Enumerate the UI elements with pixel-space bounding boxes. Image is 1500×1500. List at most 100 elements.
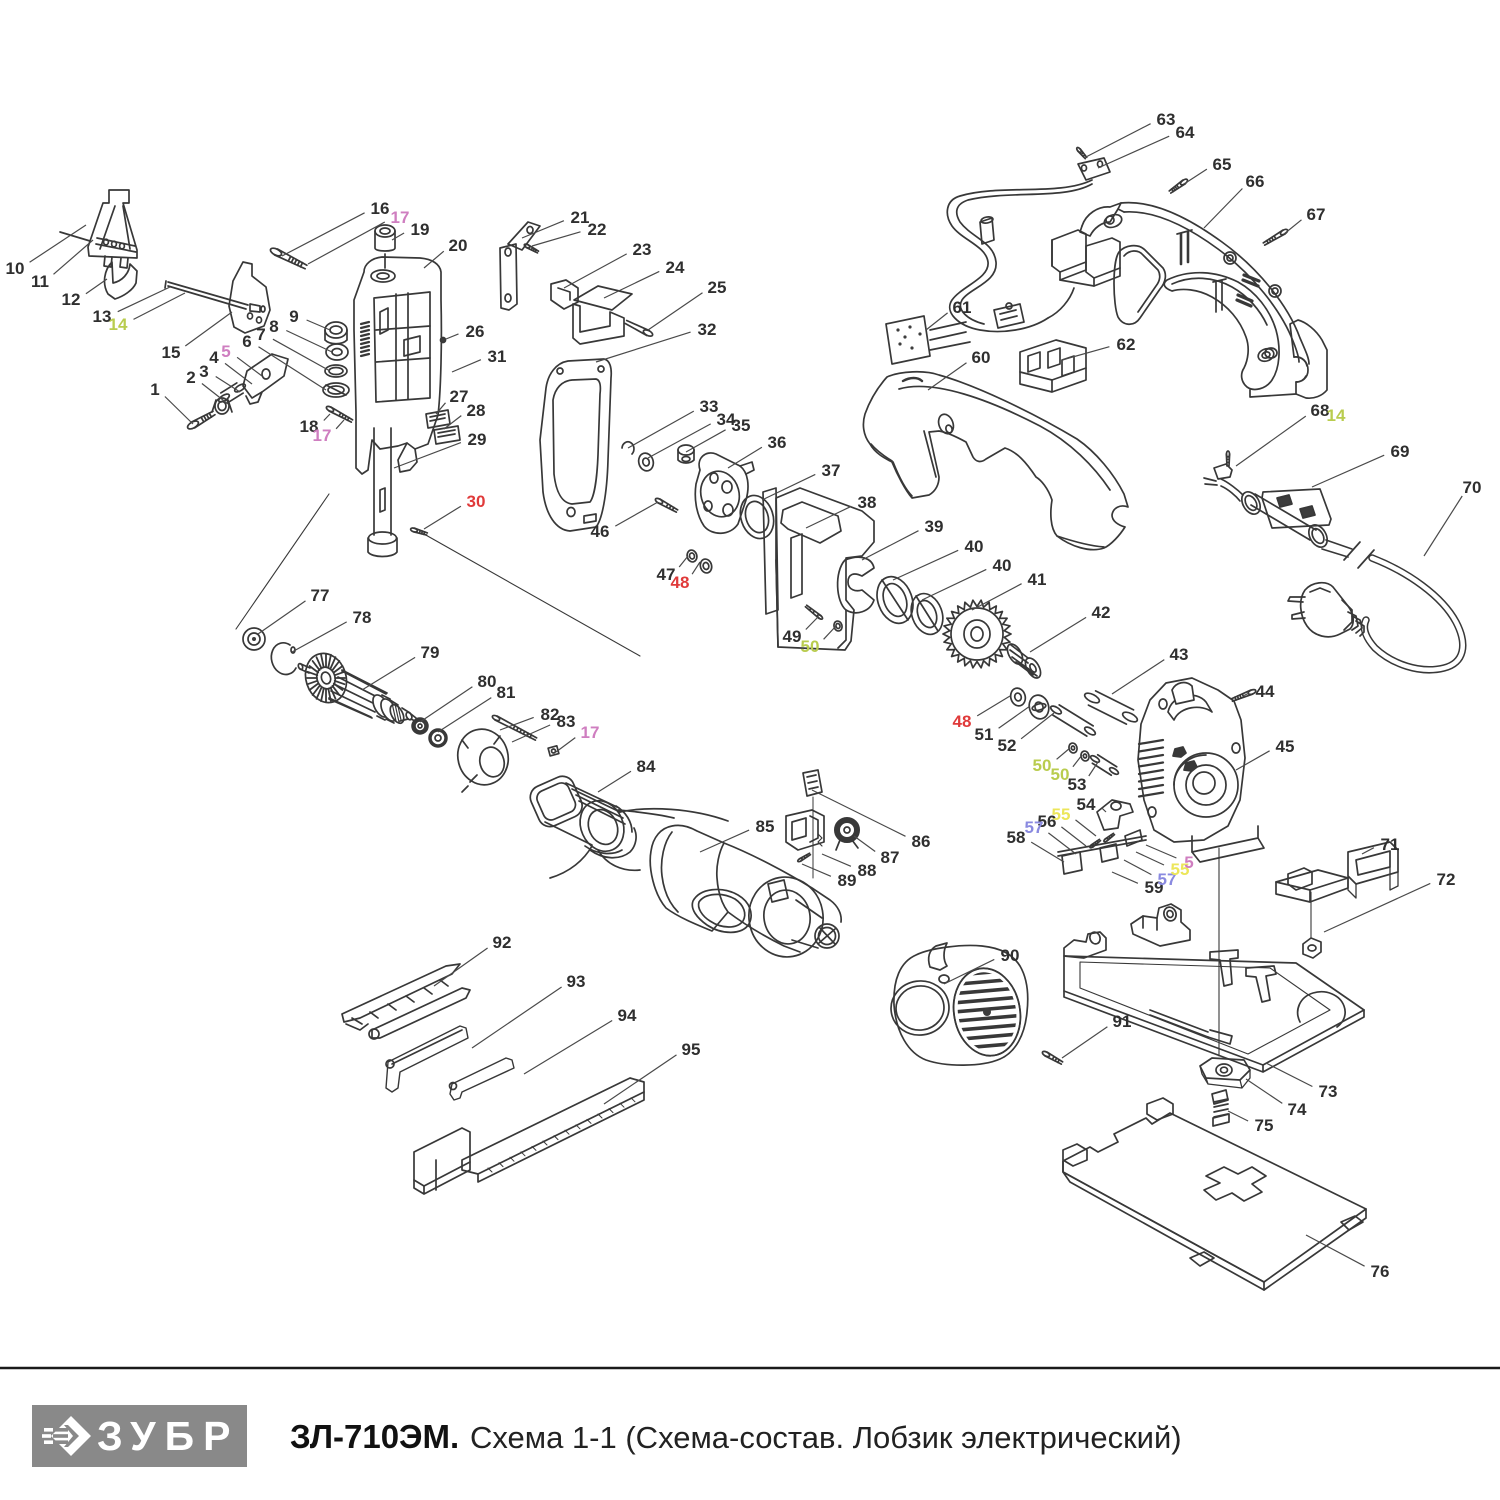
svg-text:59: 59 <box>1145 878 1164 897</box>
svg-text:88: 88 <box>858 861 877 880</box>
svg-text:ЗЛ-710ЭМ.: ЗЛ-710ЭМ. <box>290 1418 459 1455</box>
svg-text:90: 90 <box>1001 946 1020 965</box>
svg-text:94: 94 <box>618 1006 637 1025</box>
svg-text:33: 33 <box>700 397 719 416</box>
svg-text:22: 22 <box>588 220 607 239</box>
svg-text:79: 79 <box>421 643 440 662</box>
svg-text:46: 46 <box>591 522 610 541</box>
svg-text:36: 36 <box>768 433 787 452</box>
svg-text:40: 40 <box>993 556 1012 575</box>
svg-text:67: 67 <box>1307 205 1326 224</box>
svg-text:78: 78 <box>353 608 372 627</box>
svg-text:2: 2 <box>186 368 195 387</box>
svg-text:63: 63 <box>1157 110 1176 129</box>
svg-text:39: 39 <box>925 517 944 536</box>
svg-text:55: 55 <box>1171 860 1190 879</box>
svg-text:18: 18 <box>300 417 319 436</box>
svg-text:40: 40 <box>965 537 984 556</box>
svg-text:48: 48 <box>671 573 690 592</box>
svg-text:28: 28 <box>467 401 486 420</box>
svg-text:16: 16 <box>371 199 390 218</box>
svg-text:47: 47 <box>657 565 676 584</box>
svg-text:52: 52 <box>998 736 1017 755</box>
svg-text:4: 4 <box>209 348 219 367</box>
svg-text:27: 27 <box>450 387 469 406</box>
svg-text:76: 76 <box>1371 1262 1390 1281</box>
svg-text:68: 68 <box>1311 401 1330 420</box>
svg-text:15: 15 <box>162 343 181 362</box>
svg-text:56: 56 <box>1038 812 1057 831</box>
svg-text:61: 61 <box>953 298 972 317</box>
svg-text:72: 72 <box>1437 870 1456 889</box>
svg-text:17: 17 <box>581 723 600 742</box>
svg-text:6: 6 <box>242 332 251 351</box>
svg-text:1: 1 <box>150 380 159 399</box>
svg-text:7: 7 <box>256 325 265 344</box>
svg-text:10: 10 <box>6 259 25 278</box>
svg-text:25: 25 <box>708 278 727 297</box>
svg-text:75: 75 <box>1255 1116 1274 1135</box>
svg-text:Схема 1-1 (Схема-состав. Лобзи: Схема 1-1 (Схема-состав. Лобзик электрич… <box>470 1420 1182 1455</box>
svg-text:37: 37 <box>822 461 841 480</box>
svg-text:17: 17 <box>313 426 332 445</box>
svg-text:21: 21 <box>571 208 590 227</box>
svg-text:30: 30 <box>467 492 486 511</box>
svg-text:14: 14 <box>1327 406 1346 425</box>
svg-text:26: 26 <box>466 322 485 341</box>
svg-text:84: 84 <box>637 757 656 776</box>
svg-text:12: 12 <box>62 290 81 309</box>
svg-text:85: 85 <box>756 817 775 836</box>
svg-text:50: 50 <box>1033 756 1052 775</box>
svg-text:23: 23 <box>633 240 652 259</box>
svg-text:51: 51 <box>975 725 994 744</box>
svg-text:50: 50 <box>1051 765 1070 784</box>
svg-text:64: 64 <box>1176 123 1195 142</box>
svg-text:48: 48 <box>953 712 972 731</box>
svg-text:38: 38 <box>858 493 877 512</box>
svg-text:81: 81 <box>497 683 516 702</box>
svg-text:71: 71 <box>1381 835 1400 854</box>
svg-text:92: 92 <box>493 933 512 952</box>
svg-text:87: 87 <box>881 848 900 867</box>
svg-text:49: 49 <box>783 627 802 646</box>
svg-text:34: 34 <box>717 410 736 429</box>
svg-text:83: 83 <box>557 712 576 731</box>
svg-text:74: 74 <box>1288 1100 1307 1119</box>
svg-text:70: 70 <box>1463 478 1482 497</box>
svg-text:89: 89 <box>838 871 857 890</box>
svg-text:57: 57 <box>1025 818 1044 837</box>
svg-text:9: 9 <box>289 307 298 326</box>
svg-text:62: 62 <box>1117 335 1136 354</box>
svg-text:19: 19 <box>411 220 430 239</box>
svg-text:53: 53 <box>1068 775 1087 794</box>
svg-text:14: 14 <box>109 315 128 334</box>
svg-text:58: 58 <box>1007 828 1026 847</box>
svg-text:95: 95 <box>682 1040 701 1059</box>
svg-text:73: 73 <box>1319 1082 1338 1101</box>
svg-text:86: 86 <box>912 832 931 851</box>
svg-text:60: 60 <box>972 348 991 367</box>
svg-text:8: 8 <box>269 317 278 336</box>
svg-text:31: 31 <box>488 347 507 366</box>
svg-text:44: 44 <box>1256 682 1275 701</box>
svg-text:50: 50 <box>801 637 820 656</box>
svg-text:5: 5 <box>1184 853 1193 872</box>
svg-text:17: 17 <box>391 208 410 227</box>
svg-text:5: 5 <box>221 342 230 361</box>
svg-text:80: 80 <box>478 672 497 691</box>
svg-text:42: 42 <box>1092 603 1111 622</box>
svg-text:91: 91 <box>1113 1012 1132 1031</box>
svg-text:ЗУБР: ЗУБР <box>97 1413 239 1459</box>
svg-text:20: 20 <box>449 236 468 255</box>
svg-text:57: 57 <box>1158 870 1177 889</box>
svg-text:43: 43 <box>1170 645 1189 664</box>
svg-text:65: 65 <box>1213 155 1232 174</box>
svg-text:45: 45 <box>1276 737 1295 756</box>
svg-text:41: 41 <box>1028 570 1047 589</box>
svg-text:77: 77 <box>311 586 330 605</box>
svg-text:35: 35 <box>732 416 751 435</box>
svg-text:93: 93 <box>567 972 586 991</box>
svg-text:69: 69 <box>1391 442 1410 461</box>
svg-text:24: 24 <box>666 258 685 277</box>
svg-text:13: 13 <box>93 307 112 326</box>
